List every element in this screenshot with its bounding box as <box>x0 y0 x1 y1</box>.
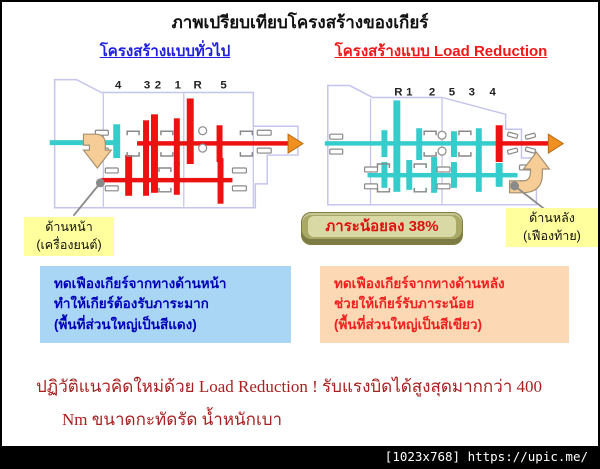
conventional-note-line3: (พื้นที่ส่วนใหญ่เป็นสีแดง) <box>54 316 197 332</box>
right-gearbox: R 1 2 5 3 4 <box>324 84 565 211</box>
gear-label: 3 <box>469 86 475 98</box>
gear-label: 2 <box>155 80 161 92</box>
load-reduction-badge: ภาระน้อยลง 38% <box>301 212 463 245</box>
left-gear-labels: 4 3 2 1 R 5 <box>115 80 227 92</box>
front-side-label: ด้านหน้า (เครื่องยนต์) <box>24 217 114 256</box>
right-pointer-line <box>514 185 546 211</box>
front-side-label-line1: ด้านหน้า <box>45 220 93 234</box>
rear-side-label-line2: (เฟืองท้าย) <box>523 228 581 243</box>
left-power-flow-arrow-icon <box>82 133 113 169</box>
left-gearbox: 4 3 2 1 R 5 <box>49 78 304 217</box>
watermark-bar: [1023x768] https://upic.me/ <box>2 446 598 467</box>
front-side-label-line2: (เครื่องยนต์) <box>36 237 102 252</box>
left-idler-circle <box>198 143 208 153</box>
right-idler-circle <box>437 146 447 156</box>
gear-label: 3 <box>144 80 150 92</box>
gear-label: 4 <box>490 86 497 98</box>
right-final-gear-red <box>495 125 503 163</box>
gear-label: 1 <box>175 80 182 92</box>
right-lower-gears-cyan <box>381 157 503 193</box>
summary-line2: Nm ขนาดกะทัดรัด น้ำหนักเบา <box>62 410 283 429</box>
gear-label: 2 <box>429 86 435 98</box>
left-output-shaft-red <box>137 141 290 146</box>
conventional-note-line1: ทดเฟืองเกียร์จากทางด้านหน้า <box>54 276 227 291</box>
conventional-note-line2: ทำให้เกียร์ต้องรับภาระมาก <box>54 296 209 312</box>
load-reduction-note-line2: ช่วยให้เกียร์รับภาระน้อย <box>334 296 475 312</box>
load-reduction-note-line3: (พื้นที่ส่วนใหญ่เป็นสีเขียว) <box>334 316 483 332</box>
left-counter-shaft-red <box>101 177 233 183</box>
load-reduction-heading: โครงสร้างแบบ Load Reduction <box>334 43 548 60</box>
gear-label: 5 <box>220 80 227 92</box>
right-output-shaft-red <box>498 141 550 146</box>
gear-label: R <box>194 80 202 92</box>
load-reduction-badge-text: ภาระน้อยลง 38% <box>308 216 456 237</box>
watermark-text: [1023x768] https://upic.me/ <box>384 449 588 464</box>
conventional-note-box: ทดเฟืองเกียร์จากทางด้านหน้า ทำให้เกียร์ต… <box>40 266 291 343</box>
right-idler-circle <box>437 130 447 140</box>
gear-label: 1 <box>406 86 413 98</box>
gear-label: 4 <box>115 80 122 92</box>
left-upper-gears-red <box>143 98 223 166</box>
conventional-heading: โครงสร้างแบบทั่วไป <box>99 43 231 60</box>
left-pointer-line <box>72 182 102 217</box>
rear-side-label: ด้านหลัง (เฟืองท้าย) <box>506 208 598 247</box>
right-output-arrow-icon <box>547 133 565 154</box>
gear-label: 5 <box>449 86 456 98</box>
left-idler-circle <box>198 126 208 136</box>
left-lower-gears-red <box>125 155 224 204</box>
load-reduction-note-box: ทดเฟืองเกียร์จากทางด้านหลัง ช่วยให้เกียร… <box>320 266 569 343</box>
right-gear-labels: R 1 2 5 3 4 <box>394 86 496 98</box>
gear-label: R <box>394 86 402 98</box>
left-output-arrow-icon <box>287 133 304 154</box>
right-power-flow-arrow-icon <box>508 151 551 194</box>
rear-side-label-line1: ด้านหลัง <box>529 211 575 225</box>
left-input-gear-cyan <box>113 124 121 159</box>
gearbox-comparison-diagram: 4 3 2 1 R 5 <box>49 78 565 217</box>
right-synchro-forks <box>376 130 472 193</box>
right-upper-gears-cyan <box>381 100 482 192</box>
page-title: ภาพเปรียบเทียบโครงสร้างของเกียร์ <box>171 13 429 32</box>
right-counter-shaft-cyan <box>367 172 518 178</box>
load-reduction-note-line1: ทดเฟืองเกียร์จากทางด้านหลัง <box>334 276 505 291</box>
summary-line1: ปฏิวัติแนวคิดใหม่ด้วย Load Reduction ! ร… <box>36 377 543 396</box>
right-main-shaft-cyan <box>324 141 500 146</box>
left-synchro-forks <box>126 130 254 193</box>
